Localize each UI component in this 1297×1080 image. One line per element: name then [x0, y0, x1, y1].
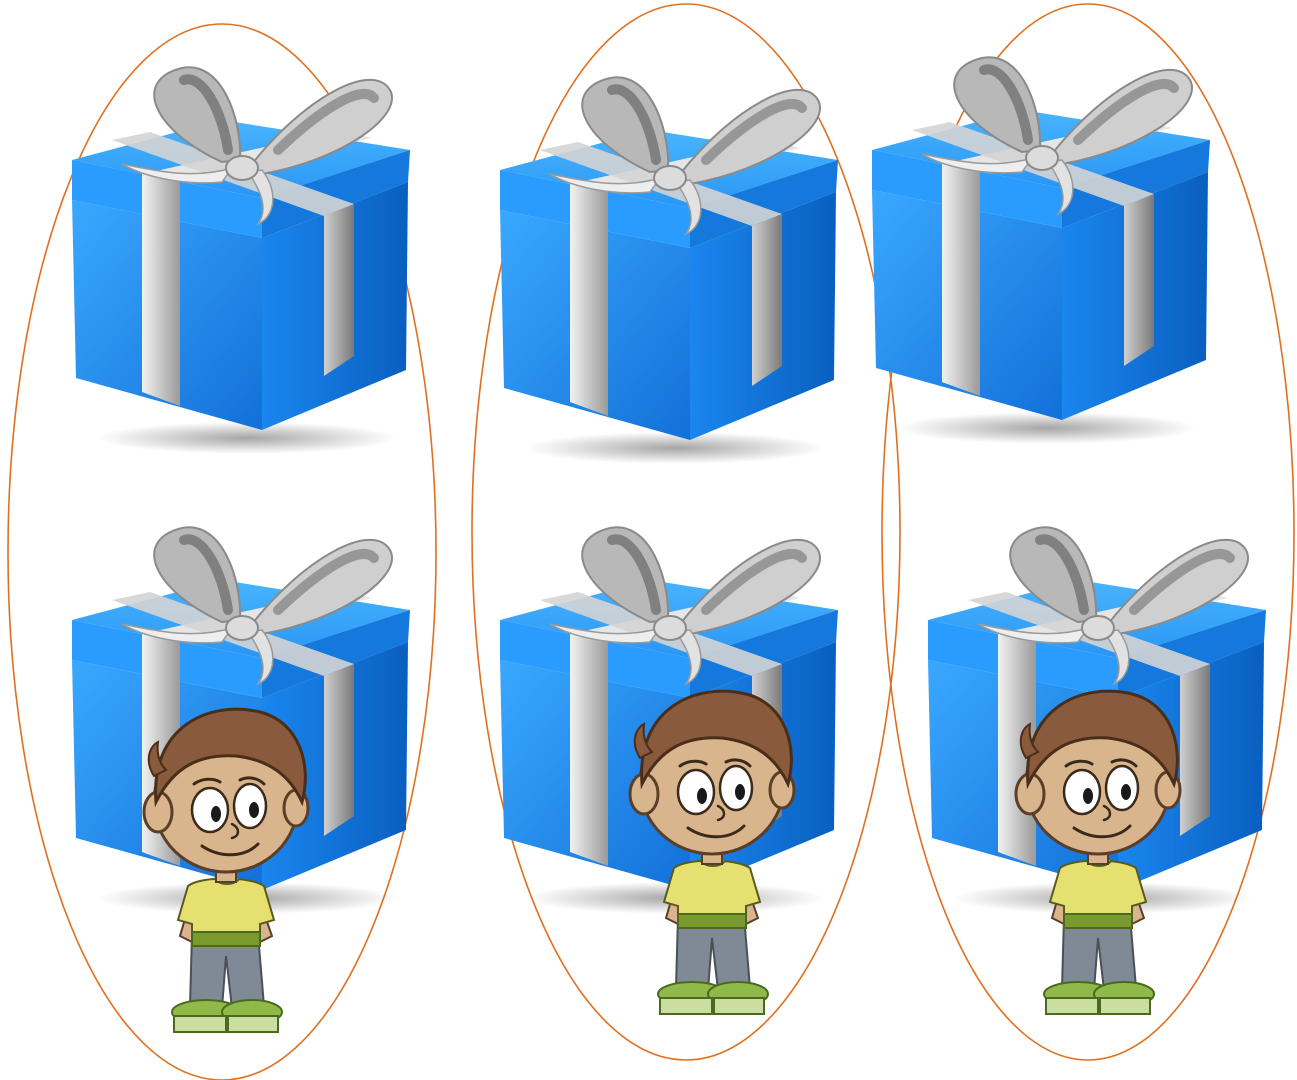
group-1	[8, 24, 436, 1080]
group-2	[472, 4, 900, 1060]
gift-box-icon	[500, 77, 838, 464]
gift-box-icon	[72, 67, 410, 454]
group-3	[872, 4, 1294, 1060]
gift-box-icon	[872, 57, 1210, 444]
